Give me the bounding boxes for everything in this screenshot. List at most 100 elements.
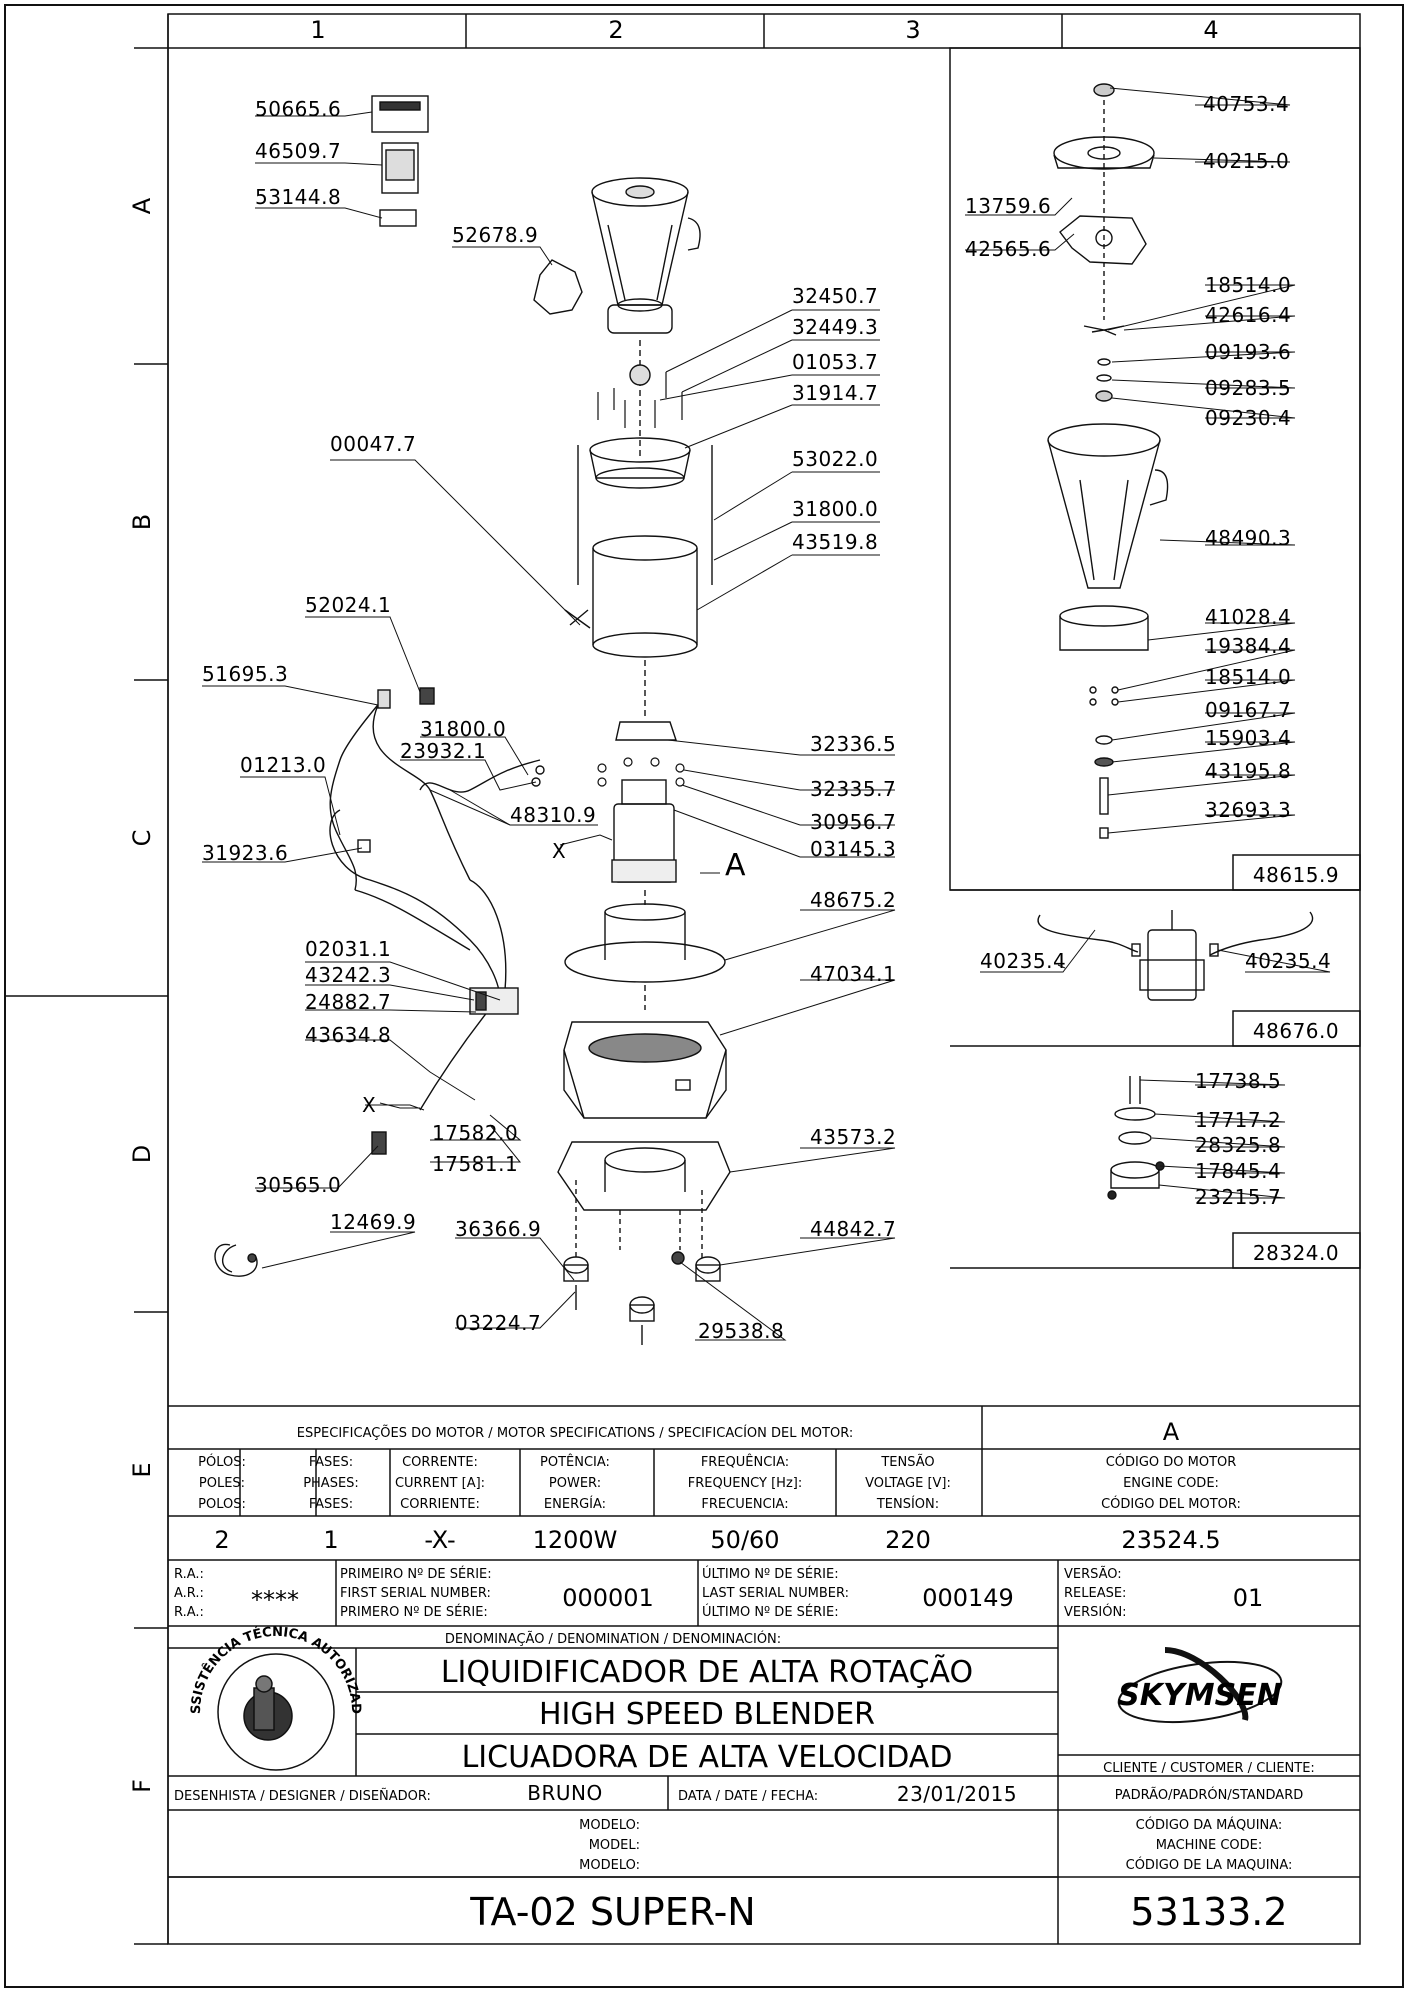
spec-header: PHASES: <box>303 1476 359 1491</box>
last-serial-label: LAST SERIAL NUMBER: <box>702 1586 849 1601</box>
spec-value: 1 <box>323 1526 338 1554</box>
part-label: 23215.7 <box>1195 1185 1281 1209</box>
part-label: 48490.3 <box>1205 526 1291 550</box>
part-label: 03145.3 <box>810 837 896 861</box>
spec-header: FREQUENCY [Hz]: <box>688 1476 802 1491</box>
part-label: 01213.0 <box>240 753 326 777</box>
part-label: 31914.7 <box>792 381 878 405</box>
spec-header: CORRENTE: <box>402 1455 478 1470</box>
part-label: 17717.2 <box>1195 1108 1281 1132</box>
grid-col-1: 1 <box>310 16 325 44</box>
part-label: 43634.8 <box>305 1023 391 1047</box>
part-label: 42616.4 <box>1205 303 1291 327</box>
part-label: 46509.7 <box>255 139 341 163</box>
part-label: 31800.0 <box>792 497 878 521</box>
part-label: 43573.2 <box>810 1125 896 1149</box>
part-label: 48675.2 <box>810 888 896 912</box>
part-label: 31800.0 <box>420 717 506 741</box>
last-serial-label: ÚLTIMO Nº DE SÉRIE: <box>702 1566 839 1582</box>
part-label: 24882.7 <box>305 990 391 1014</box>
spec-value: 220 <box>885 1526 931 1554</box>
part-label: 40235.4 <box>1245 949 1331 973</box>
part-label: 18514.0 <box>1205 665 1291 689</box>
part-label: 30956.7 <box>810 810 896 834</box>
part-label: 40235.4 <box>980 949 1066 973</box>
grid-row-f: F <box>128 1779 156 1793</box>
spec-header: TENSÃO <box>880 1454 934 1470</box>
spec-value: -X- <box>424 1526 455 1554</box>
last-serial-label: ÚLTIMO Nº DE SÉRIE: <box>702 1604 839 1620</box>
spec-value: 50/60 <box>710 1526 779 1554</box>
grid-row-c: C <box>128 830 156 847</box>
motor-spec-headers: PÓLOS: POLES: POLOS: FASES: PHASES: FASE… <box>198 1454 1241 1512</box>
part-label: 32449.3 <box>792 315 878 339</box>
spec-value: 23524.5 <box>1121 1526 1220 1554</box>
part-label: 30565.0 <box>255 1173 341 1197</box>
last-serial-value: 000149 <box>922 1584 1014 1612</box>
spec-header: CORRIENTE: <box>400 1497 480 1512</box>
grid-row-d: D <box>128 1145 156 1163</box>
ra-label: R.A.: <box>174 1567 204 1582</box>
brand-logo: SKYMSEN <box>1118 1678 1282 1713</box>
part-label: 15903.4 <box>1205 726 1291 750</box>
grid-row-e: E <box>128 1462 156 1477</box>
grid-col-2: 2 <box>608 16 623 44</box>
part-label: 32335.7 <box>810 777 896 801</box>
marker-x: X <box>362 1093 376 1117</box>
customer-value: PADRÃO/PADRÓN/STANDARD <box>1115 1787 1304 1803</box>
grid-col-3: 3 <box>905 16 920 44</box>
version-label: VERSIÓN: <box>1064 1604 1127 1620</box>
part-label: 02031.1 <box>305 937 391 961</box>
part-label: 00047.7 <box>330 432 416 456</box>
ra-value: **** <box>251 1586 299 1614</box>
assembly-code-coupling: 28324.0 <box>1253 1241 1339 1265</box>
part-label: 09230.4 <box>1205 406 1291 430</box>
part-label: 36366.9 <box>455 1217 541 1241</box>
grid-row-a: A <box>128 197 156 214</box>
part-label: 17581.1 <box>432 1152 518 1176</box>
part-label: 09193.6 <box>1205 340 1291 364</box>
part-label: 17845.4 <box>1195 1159 1281 1183</box>
part-label: 32336.5 <box>810 732 896 756</box>
part-label: 52024.1 <box>305 593 391 617</box>
part-label: 31923.6 <box>202 841 288 865</box>
part-label: 53144.8 <box>255 185 341 209</box>
part-label: 44842.7 <box>810 1217 896 1241</box>
machine-code-label: CÓDIGO DA MÁQUINA: <box>1136 1817 1283 1833</box>
version-label: VERSÃO: <box>1064 1566 1122 1582</box>
spec-header: POLES: <box>199 1476 245 1491</box>
spec-header: ENGINE CODE: <box>1123 1476 1219 1491</box>
denomination-label: DENOMINAÇÃO / DENOMINATION / DENOMINACIÓ… <box>445 1631 781 1647</box>
assembly-code-motor: 48676.0 <box>1253 1019 1339 1043</box>
spec-header: FREQUÊNCIA: <box>701 1454 789 1470</box>
part-label: 17738.5 <box>1195 1069 1281 1093</box>
motor-spec-detail: A <box>1163 1418 1180 1446</box>
ra-label: A.R.: <box>174 1586 204 1601</box>
machine-code-value: 53133.2 <box>1130 1890 1287 1934</box>
product-name-en: HIGH SPEED BLENDER <box>539 1697 875 1732</box>
part-label: 43519.8 <box>792 530 878 554</box>
spec-header: POWER: <box>549 1476 601 1491</box>
designer-value: BRUNO <box>527 1781 602 1805</box>
motor-spec-title: ESPECIFICAÇÕES DO MOTOR / MOTOR SPECIFIC… <box>297 1425 853 1441</box>
spec-header: POLOS: <box>198 1497 246 1512</box>
part-label: 18514.0 <box>1205 273 1291 297</box>
part-label: 03224.7 <box>455 1311 541 1335</box>
version-label: RELEASE: <box>1064 1586 1126 1601</box>
part-label: 47034.1 <box>810 962 896 986</box>
spec-header: POTÊNCIA: <box>540 1454 610 1470</box>
part-label: 40753.4 <box>1203 92 1289 116</box>
spec-value: 2 <box>214 1526 229 1554</box>
spec-header: FRECUENCIA: <box>701 1497 788 1512</box>
date-label: DATA / DATE / FECHA: <box>678 1789 818 1804</box>
part-label: 09283.5 <box>1205 376 1291 400</box>
spec-value: 1200W <box>533 1526 618 1554</box>
part-label: 51695.3 <box>202 662 288 686</box>
spec-header: FASES: <box>309 1497 353 1512</box>
part-label: 13759.6 <box>965 194 1051 218</box>
product-name-es: LICUADORA DE ALTA VELOCIDAD <box>462 1740 953 1775</box>
spec-header: PÓLOS: <box>198 1454 246 1470</box>
model-label: MODELO: <box>579 1818 640 1833</box>
part-label: 52678.9 <box>452 223 538 247</box>
